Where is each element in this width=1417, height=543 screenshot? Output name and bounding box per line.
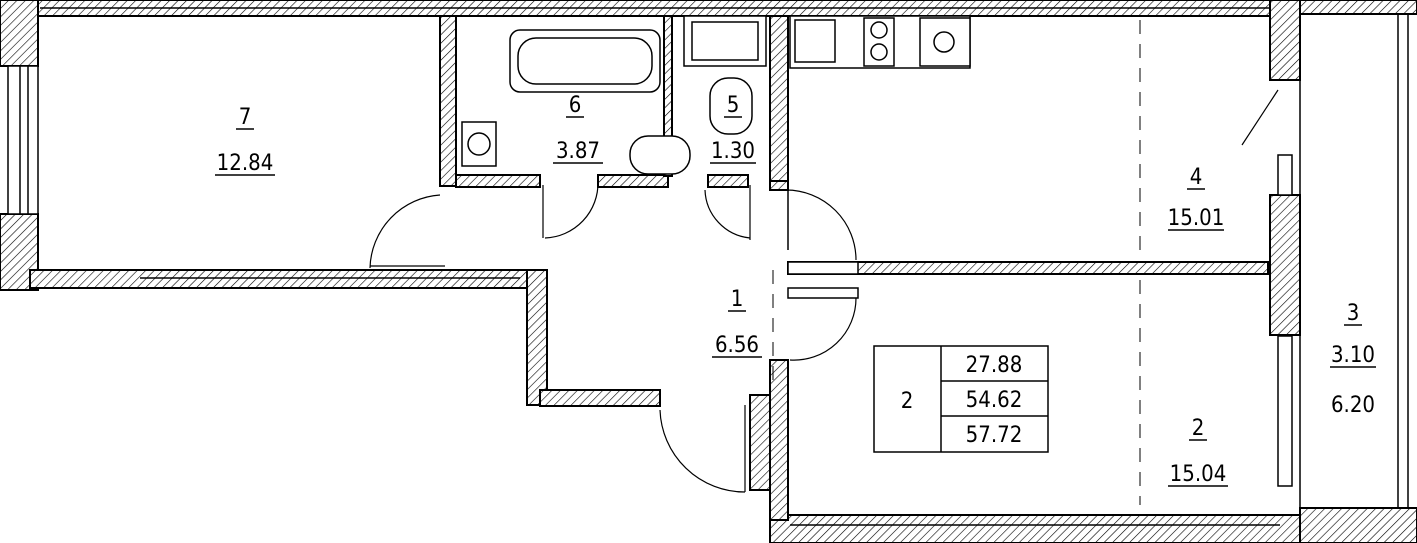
toilet <box>709 77 753 135</box>
room-3-number: 3 <box>1347 301 1360 326</box>
doors <box>369 89 1279 493</box>
room-4-label: 4 15.01 <box>1168 165 1225 231</box>
room-6-area: 3.87 <box>556 139 600 164</box>
sink <box>629 135 691 175</box>
room-2-number: 2 <box>1192 416 1205 441</box>
room-2-label: 2 15.04 <box>1168 416 1228 487</box>
room-3-label: 3 3.10 6.20 <box>1330 301 1376 418</box>
room-4-number: 4 <box>1190 165 1203 190</box>
room-4-area: 15.01 <box>1168 206 1225 231</box>
room-3-area: 3.10 <box>1331 343 1375 368</box>
room-5-number: 5 <box>727 93 740 118</box>
room-2-area: 15.04 <box>1170 462 1227 487</box>
room-6-number: 6 <box>569 93 582 118</box>
kitchen-sink <box>794 19 836 63</box>
room-3-area-2: 6.20 <box>1331 393 1375 418</box>
room-1-number: 1 <box>731 287 744 312</box>
area-summary-table: 2 27.88 54.62 57.72 <box>873 345 1049 453</box>
summary-living-area: 27.88 <box>966 353 1023 378</box>
room-1-area: 6.56 <box>715 333 759 358</box>
room-7-label: 7 12.84 <box>215 105 275 176</box>
summary-total-area: 54.62 <box>966 388 1023 413</box>
room-7-area: 12.84 <box>217 151 274 176</box>
room-5-label: 5 1.30 <box>710 93 756 164</box>
interior-walls <box>439 15 1269 491</box>
room-6-label: 6 3.87 <box>553 93 603 164</box>
room-7-number: 7 <box>239 105 252 130</box>
room-1-label: 1 6.56 <box>712 287 762 358</box>
summary-total-area-with-balcony: 57.72 <box>966 423 1023 448</box>
fixtures <box>461 15 971 175</box>
summary-rooms-count: 2 <box>901 389 914 414</box>
room-5-area: 1.30 <box>711 139 755 164</box>
